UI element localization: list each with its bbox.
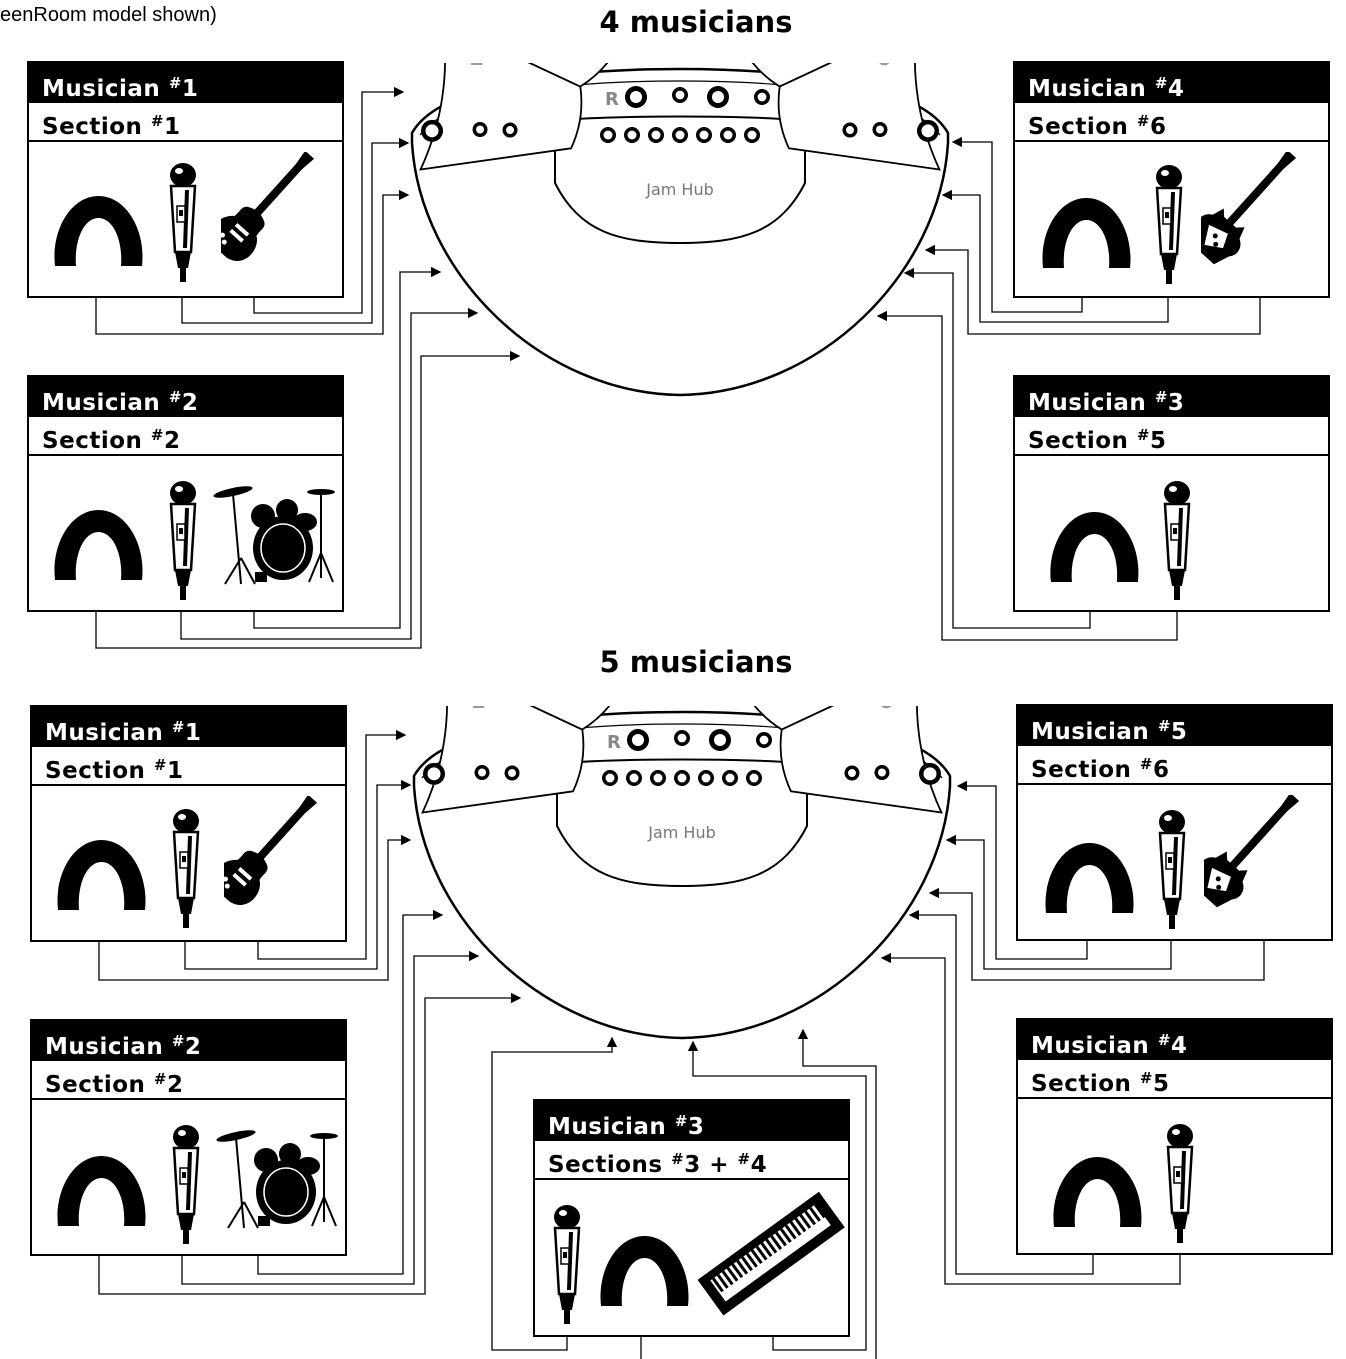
musician-label: Musician #2 [29,377,342,417]
brand-logo: Jam Hub [647,823,716,842]
musician-card: Musician #2 Section #2 [30,1019,347,1256]
microphone-icon [547,1204,587,1326]
jamhub-device-bottom: Jam HubR123456 [402,706,962,1046]
top-letter: R [605,89,619,110]
musician-card: Musician #4 Section #5 [1016,1018,1333,1255]
section-label: Section #5 [1018,1060,1331,1099]
headphones-icon [1050,1151,1145,1231]
musician-card: Musician #3 Sections #3 + #4 [533,1099,850,1337]
musician-label: Musician #4 [1015,63,1328,103]
section-label: Section #5 [1015,417,1328,456]
section-label: Sections #3 + #4 [535,1141,848,1180]
microphone-icon [166,808,206,930]
musician-label: Musician #2 [32,1021,345,1061]
section-number: 1 [470,706,485,714]
musician-label: Musician #3 [535,1101,848,1141]
headphones-icon [1039,192,1134,272]
musician-card: Musician #1 Section #1 [30,705,347,942]
electric-guitar-icon [224,796,334,924]
musician-label: Musician #4 [1018,1020,1331,1060]
section-label: Section #6 [1015,103,1328,142]
headphones-icon [54,834,149,914]
microphone-icon [163,162,203,284]
musician-card: Musician #5 Section #6 [1016,704,1333,941]
headphones-icon [1047,506,1142,586]
section-number: 6 [878,706,893,714]
jamhub-device-top: Jam HubR123456 [400,63,960,403]
headphones-icon [597,1230,692,1310]
keyboard-icon [695,1188,845,1316]
microphone-icon [166,1124,206,1246]
musician-label: Musician #5 [1018,706,1331,746]
section-label: Section #6 [1018,746,1331,785]
headphones-icon [51,504,146,584]
section-label: Section #2 [32,1061,345,1100]
microphone-icon [163,480,203,602]
section-label: Section #1 [29,103,342,142]
musician-label: Musician #1 [32,707,345,747]
section-label: Section #1 [32,747,345,786]
musician-label: Musician #3 [1015,377,1328,417]
musician-card: Musician #3 Section #5 [1013,375,1330,612]
microphone-icon [1157,480,1197,602]
electric-guitar-icon [1201,152,1311,280]
headphones-icon [54,1150,149,1230]
musician-card: Musician #4 Section #6 [1013,61,1330,298]
headphones-icon [1042,837,1137,917]
top-letter: R [607,732,621,753]
musician-card: Musician #1 Section #1 [27,61,344,298]
section-label: Section #2 [29,417,342,456]
electric-guitar-icon [221,152,331,280]
microphone-icon [1152,809,1192,931]
microphone-icon [1160,1123,1200,1245]
brand-logo: Jam Hub [645,180,714,199]
section-number: 6 [876,63,891,71]
headphones-icon [51,190,146,270]
drum-kit-icon [214,1122,339,1232]
musician-label: Musician #1 [29,63,342,103]
section-number: 1 [468,63,483,71]
musician-card: Musician #2 Section #2 [27,375,344,612]
electric-guitar-icon [1204,795,1314,923]
drum-kit-icon [211,478,336,588]
microphone-icon [1149,164,1189,286]
